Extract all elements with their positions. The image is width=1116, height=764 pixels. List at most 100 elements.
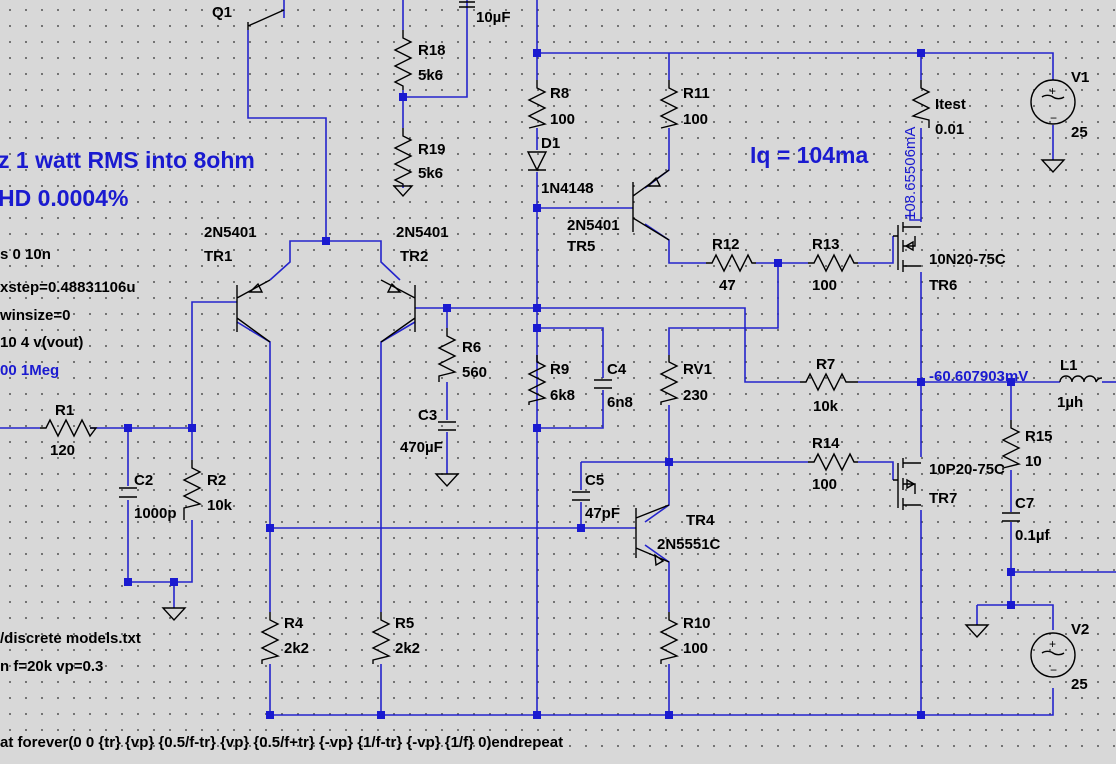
r18-value: 5k6 bbox=[418, 67, 443, 84]
tr2-name: TR2 bbox=[400, 248, 428, 265]
iq-annotation: Iq = 104ma bbox=[750, 142, 868, 168]
capacitor-symbols bbox=[119, 1, 1020, 522]
itest-name: Itest bbox=[935, 96, 966, 113]
r13-name: R13 bbox=[812, 236, 840, 253]
c2-value: 1000p bbox=[134, 505, 177, 522]
r2-value: 10k bbox=[207, 497, 233, 514]
r19-name: R19 bbox=[418, 141, 446, 158]
svg-text:−: − bbox=[1050, 663, 1057, 677]
directive-1: s 0 10n bbox=[0, 246, 51, 263]
d1-name: D1 bbox=[541, 135, 560, 152]
rv1-name: RV1 bbox=[683, 361, 712, 378]
r13-value: 100 bbox=[812, 277, 837, 294]
v2-symbol bbox=[1030, 632, 1076, 678]
tr5-name: TR5 bbox=[567, 238, 595, 255]
tr6-model: 10N20-75C bbox=[929, 251, 1006, 268]
tr7-name: TR7 bbox=[929, 490, 957, 507]
r11-name: R11 bbox=[683, 85, 710, 102]
v2-value: 25 bbox=[1071, 676, 1088, 693]
current-source-itest bbox=[910, 80, 931, 128]
r4-name: R4 bbox=[284, 615, 304, 632]
r1-name: R1 bbox=[55, 402, 74, 419]
directive-8: at forever(0 0 {tr} {vp} {0.5/f-tr} {vp}… bbox=[0, 734, 563, 751]
r12-value: 47 bbox=[719, 277, 736, 294]
tr5-model: 2N5401 bbox=[567, 217, 620, 234]
annotations: z 1 watt RMS into 8ohm HD 0.0004% Iq = 1… bbox=[0, 127, 1028, 751]
r9-name: R9 bbox=[550, 361, 569, 378]
svg-text:+: + bbox=[1049, 637, 1056, 651]
node-voltage-readout: -60.607903mV bbox=[929, 368, 1028, 385]
d1-model: 1N4148 bbox=[541, 180, 594, 197]
tr1-model: 2N5401 bbox=[204, 224, 257, 241]
inductor-l1-symbol bbox=[1059, 375, 1103, 383]
svg-text:−: − bbox=[1050, 111, 1057, 125]
c7-symbol bbox=[1002, 512, 1020, 522]
component-labels: Q1 R18 5k6 10µF R19 5k6 R8 100 D1 1N4148… bbox=[50, 4, 1089, 693]
v1-value: 25 bbox=[1071, 124, 1088, 141]
r11-symbol bbox=[659, 80, 680, 129]
c4-symbol bbox=[594, 379, 612, 389]
r5-symbol bbox=[371, 612, 392, 664]
r19-value: 5k6 bbox=[418, 165, 443, 182]
c4-value: 6n8 bbox=[607, 394, 633, 411]
c3-symbol bbox=[438, 421, 456, 431]
r6-name: R6 bbox=[462, 339, 481, 356]
headline-power: z 1 watt RMS into 8ohm bbox=[0, 147, 255, 173]
r8-name: R8 bbox=[550, 85, 569, 102]
directive-6: /discrete models.txt bbox=[0, 630, 141, 647]
r14-value: 100 bbox=[812, 476, 837, 493]
ground-symbols bbox=[161, 159, 1066, 639]
directive-7: n f=20k vp=0.3 bbox=[0, 658, 103, 675]
c3-value: 470µF bbox=[400, 439, 443, 456]
r9-symbol bbox=[527, 355, 548, 405]
r7-value: 10k bbox=[813, 398, 839, 415]
c-top-symbol bbox=[459, 1, 475, 8]
r10-value: 100 bbox=[683, 640, 708, 657]
r8-value: 100 bbox=[550, 111, 575, 128]
r1-symbol bbox=[40, 418, 98, 438]
r7-name: R7 bbox=[816, 356, 835, 373]
diode-d1-symbol bbox=[526, 151, 548, 172]
tr2-model: 2N5401 bbox=[396, 224, 449, 241]
c2-symbol bbox=[119, 487, 137, 498]
itest-value: 0.01 bbox=[935, 121, 964, 138]
r14-name: R14 bbox=[812, 435, 840, 452]
tr4-model: 2N5551C bbox=[657, 536, 721, 553]
c3-name: C3 bbox=[418, 407, 437, 424]
resistor-symbols bbox=[40, 30, 1022, 664]
rv1-value: 230 bbox=[683, 387, 708, 404]
r8-symbol bbox=[527, 80, 548, 129]
c4-name: C4 bbox=[607, 361, 627, 378]
r12-name: R12 bbox=[712, 236, 740, 253]
r18-symbol bbox=[393, 30, 413, 90]
junctions bbox=[124, 49, 1015, 719]
c2-name: C2 bbox=[134, 472, 153, 489]
r12-symbol bbox=[706, 253, 756, 273]
r5-value: 2k2 bbox=[395, 640, 420, 657]
c-top-value: 10µF bbox=[476, 9, 511, 26]
transistor-symbols bbox=[236, 9, 921, 567]
directive-4: 10 4 v(vout) bbox=[0, 334, 83, 351]
l1-name: L1 bbox=[1060, 357, 1078, 374]
rv1-symbol bbox=[659, 355, 680, 405]
r14-symbol bbox=[808, 452, 858, 472]
tr1-name: TR1 bbox=[204, 248, 232, 265]
r11-value: 100 bbox=[683, 111, 708, 128]
r10-symbol bbox=[659, 612, 680, 664]
c5-value: 47pF bbox=[585, 505, 620, 522]
directive-5: 00 1Meg bbox=[0, 362, 59, 379]
c7-value: 0.1µf bbox=[1015, 527, 1050, 544]
r6-value: 560 bbox=[462, 364, 487, 381]
r5-name: R5 bbox=[395, 615, 414, 632]
svg-text:+: + bbox=[1049, 84, 1056, 98]
tr6-name: TR6 bbox=[929, 277, 957, 294]
r15-symbol bbox=[1001, 420, 1022, 470]
c5-name: C5 bbox=[585, 472, 604, 489]
r6-symbol bbox=[437, 328, 458, 382]
r13-symbol bbox=[808, 253, 858, 273]
r4-symbol bbox=[260, 612, 281, 664]
test-current-readout: 108.65506mA bbox=[902, 127, 919, 220]
tr7-model: 10P20-75C bbox=[929, 461, 1005, 478]
